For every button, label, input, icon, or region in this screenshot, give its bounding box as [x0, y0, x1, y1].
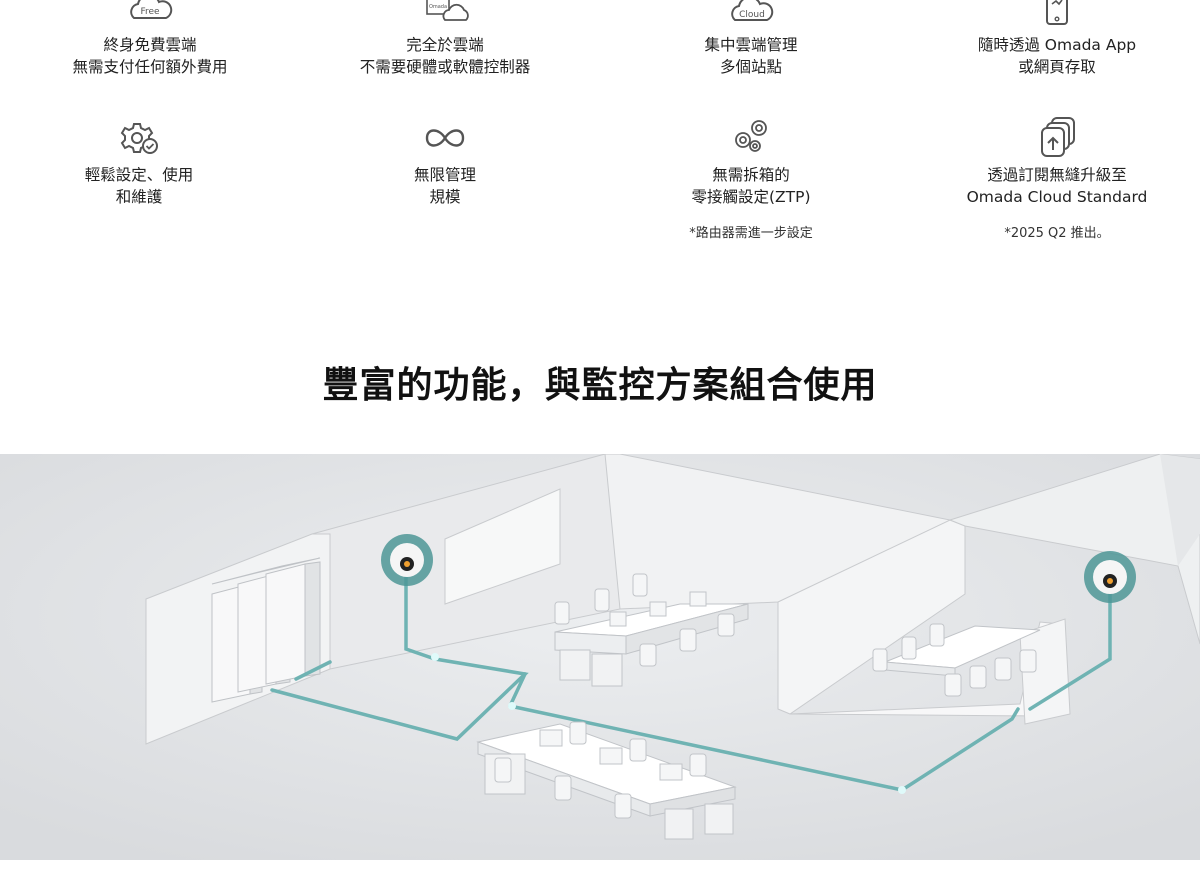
gears-icon: [721, 114, 781, 158]
svg-text:Omada: Omada: [429, 4, 447, 10]
office-surveillance-illustration: [0, 454, 1200, 860]
feature-line1: 無需拆箱的: [712, 166, 790, 184]
feature-line1: 完全於雲端: [406, 36, 484, 54]
feature-line1: 無限管理: [413, 166, 476, 184]
cable-node: [431, 653, 439, 661]
feature-line1: 終身免費雲端: [103, 36, 197, 54]
feature-line2: 零接觸設定(ZTP): [691, 188, 811, 206]
cloud-icon: Cloud: [721, 0, 781, 38]
feature-note: *2025 Q2 推出。: [1004, 226, 1110, 241]
cable-node: [898, 786, 906, 794]
feature-line1: 輕鬆設定、使用: [84, 166, 194, 184]
feature-line2: 不需要硬體或軟體控制器: [359, 58, 531, 76]
svg-text:Free: Free: [140, 7, 160, 17]
camera-left: [381, 534, 433, 586]
phone-icon: [1027, 0, 1087, 38]
glass-partition: [1019, 618, 1071, 725]
feature-line2: Omada Cloud Standard: [966, 188, 1148, 206]
feature-note: *路由器需進一步設定: [689, 226, 813, 241]
whiteboard: [444, 488, 561, 605]
feature-line2: 規模: [429, 188, 461, 206]
feature-line2: 或網頁存取: [1018, 58, 1096, 76]
server-racks: [211, 557, 321, 703]
meeting-table: [872, 623, 1041, 697]
feature-line1: 透過訂閱無縫升級至: [987, 166, 1127, 184]
section-headline: 豐富的功能，與監控方案組合使用: [322, 365, 878, 406]
desk-cluster-front: [476, 721, 737, 840]
gear-check-icon: [109, 116, 169, 160]
meeting-wall: [948, 454, 1200, 645]
omada-cloud-icon: Omada: [415, 0, 475, 38]
network-cables: [270, 567, 1112, 792]
desk-cluster-back: [554, 573, 749, 687]
feature-line2: 和維護: [115, 188, 163, 206]
feature-line1: 隨時透過 Omada App: [977, 36, 1137, 54]
upgrade-layers-icon: [1027, 116, 1087, 160]
feature-line1: 集中雲端管理: [704, 36, 798, 54]
camera-right: [1084, 551, 1136, 603]
feature-line2: 無需支付任何額外費用: [72, 58, 228, 76]
feature-line2: 多個站點: [719, 58, 782, 76]
cable-node: [508, 702, 516, 710]
infinity-icon: [415, 116, 475, 160]
svg-text:Cloud: Cloud: [739, 10, 765, 20]
free-cloud-icon: Free: [120, 0, 180, 38]
